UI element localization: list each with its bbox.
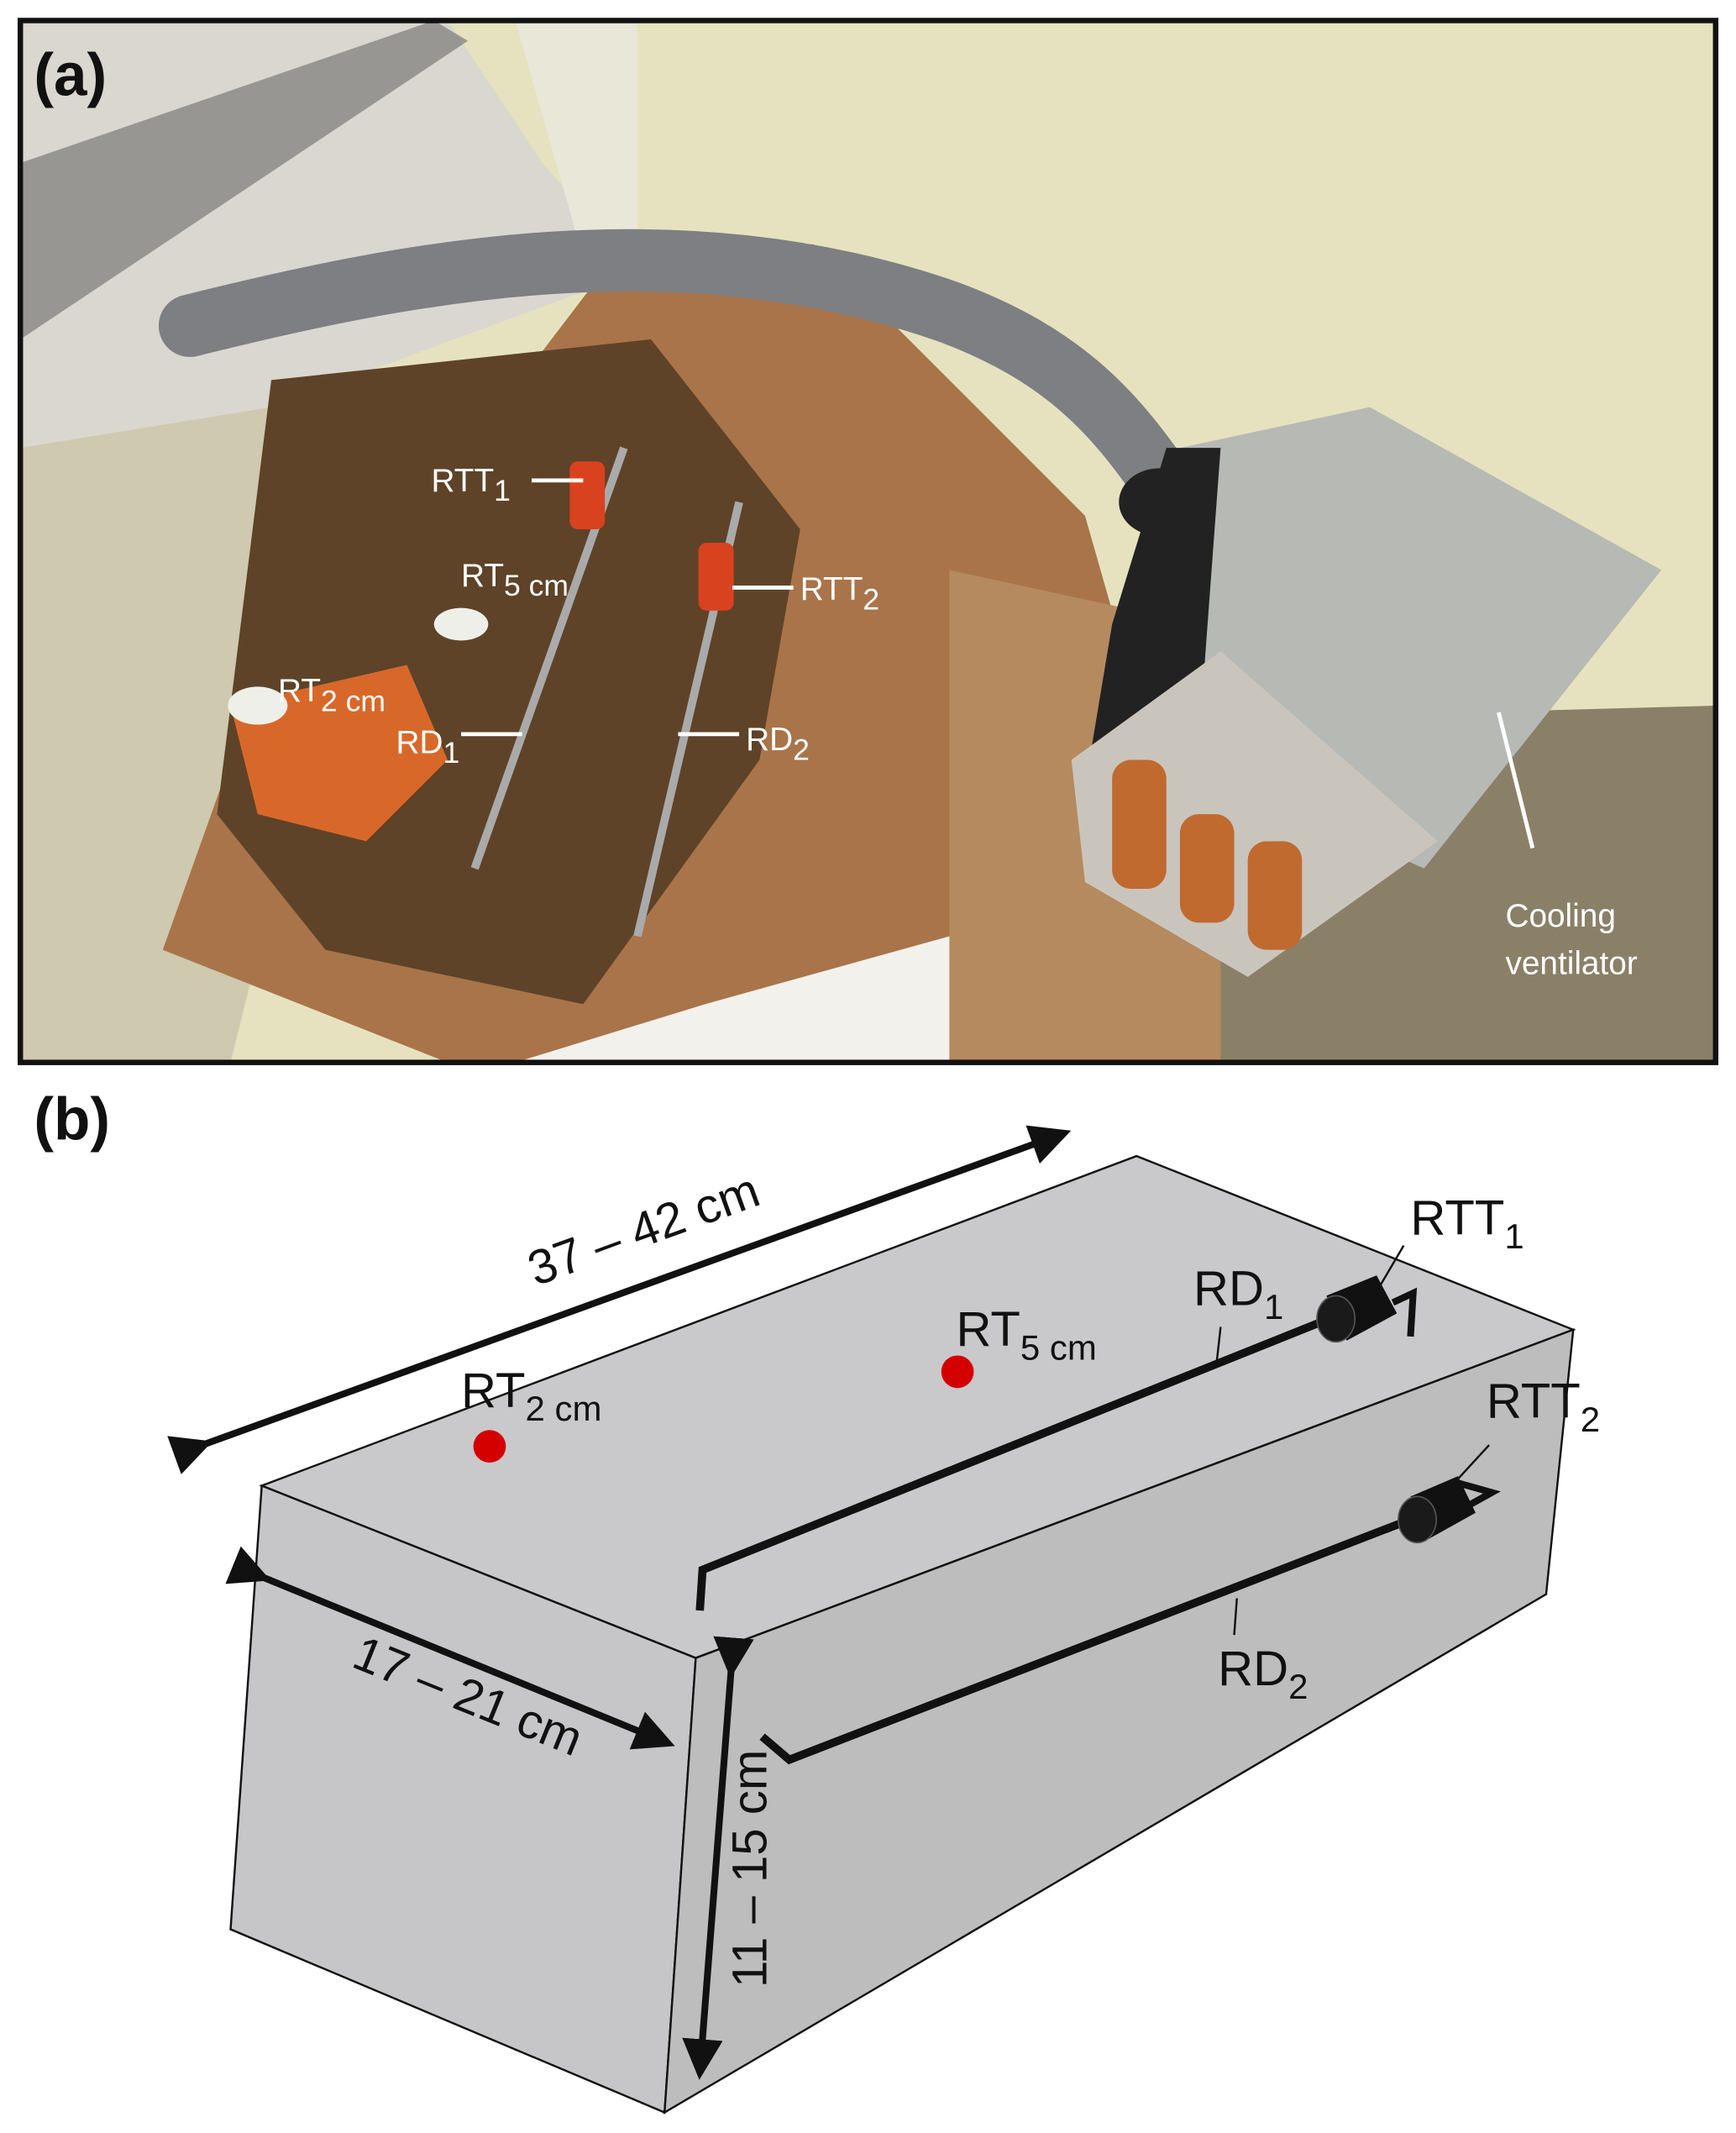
diagram-label-rt5: RT5 cm: [956, 1302, 1096, 1367]
rtt2-cylinder: [1398, 1476, 1476, 1544]
photo-label-rd2: RD2: [746, 722, 810, 766]
sensor-rt2-dot: [473, 1430, 506, 1463]
rd1-rod: [695, 1287, 1418, 1611]
photo-annotations: [461, 478, 1535, 849]
panel-a-photo: [20, 20, 1716, 1063]
dimension-arrows: [167, 1125, 1072, 2080]
block-side-face: [663, 1327, 1575, 2115]
photo-label-rtt2: RTT2: [800, 571, 879, 616]
sensor-rt5-dot: [941, 1355, 974, 1389]
diagram-label-rd1: RD1: [1193, 1262, 1283, 1327]
diagram-label-rtt1: RTT1: [1410, 1191, 1524, 1256]
length-dimension: 37 – 42 cm: [521, 1163, 766, 1296]
diagram-label-rd2: RD2: [1218, 1642, 1308, 1706]
height-dimension: 11 – 15 cm: [722, 1750, 777, 1988]
photo-label-rt5: RT5 cm: [461, 558, 569, 602]
photo-label-cooling: Cooling: [1505, 898, 1615, 934]
photo-frame: [17, 18, 1719, 1065]
photo-label-rd1: RD1: [396, 724, 460, 769]
photo-label-rt2: RT2 cm: [278, 673, 385, 717]
panel-a-label: (a): [34, 42, 107, 108]
leader-lines: [1215, 1245, 1490, 1636]
photo-label-ventilator: ventilator: [1505, 946, 1637, 982]
diagram-label-rtt2: RTT2: [1487, 1374, 1600, 1439]
photo-label-rtt1: RTT1: [432, 463, 511, 507]
rd2-rod: [759, 1479, 1501, 1765]
rtt1-cylinder: [1316, 1275, 1398, 1343]
panel-b-label: (b): [34, 1087, 110, 1153]
diagram-label-rt2: RT2 cm: [461, 1363, 601, 1428]
